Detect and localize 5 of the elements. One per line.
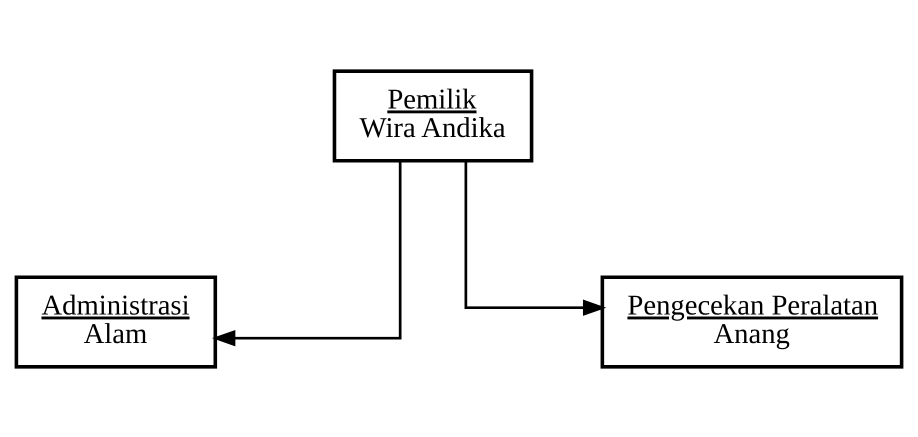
arrow: [212, 160, 402, 346]
node-box: Administrasi Alam: [14, 274, 218, 368]
node-box: Pengecekan Peralatan Anang: [600, 274, 904, 368]
node-box: Pemilik Wira Andika: [332, 68, 534, 162]
arrow: [464, 160, 606, 316]
